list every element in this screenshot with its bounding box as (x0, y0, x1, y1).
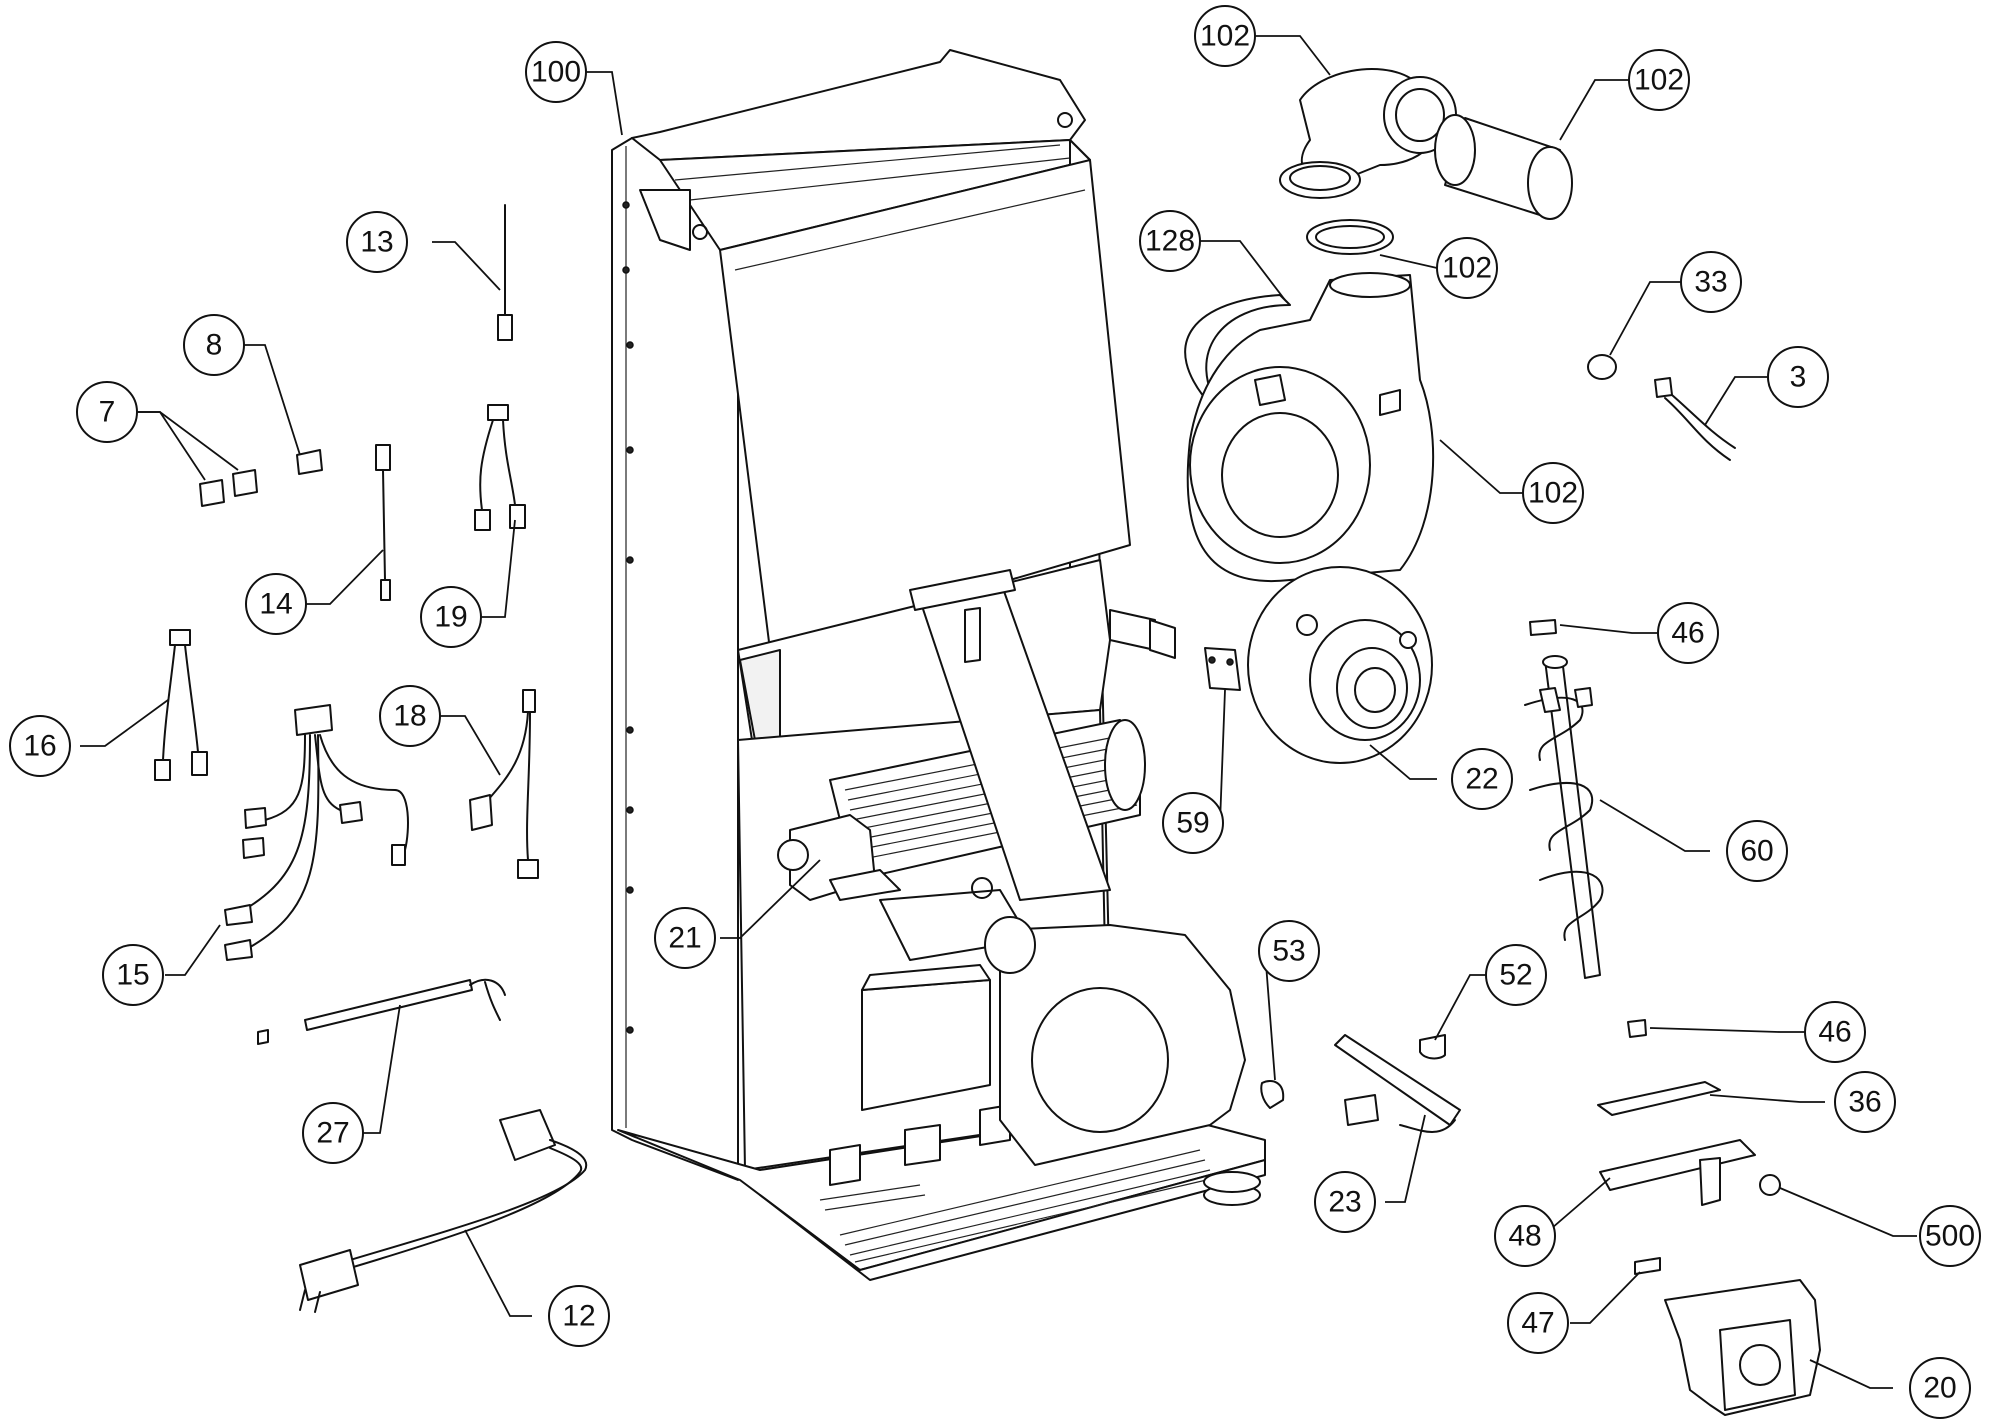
svg-text:102: 102 (1528, 477, 1578, 510)
svg-text:53: 53 (1272, 935, 1305, 968)
lower-fan-housing (879, 877, 1246, 1166)
svg-text:13: 13 (360, 226, 393, 259)
svg-text:47: 47 (1521, 1307, 1554, 1340)
callout-15: 15 (102, 944, 164, 1006)
gear-motor-20 (1634, 1257, 1821, 1416)
callout-47: 47 (1507, 1292, 1569, 1354)
callout-48: 48 (1494, 1205, 1556, 1267)
igniter-23 (1334, 1034, 1461, 1133)
svg-text:128: 128 (1145, 225, 1195, 258)
callout-46-top: 46 (1657, 602, 1719, 664)
svg-text:23: 23 (1328, 1186, 1361, 1219)
connectors-7 (199, 469, 258, 507)
callout-21: 21 (654, 907, 716, 969)
callout-100: 100 (525, 41, 587, 103)
callout-59: 59 (1162, 792, 1224, 854)
harness-15 (224, 704, 409, 961)
elbow-pipe-102 (1279, 68, 1457, 199)
callout-22: 22 (1451, 748, 1513, 810)
clip-53 (1260, 1080, 1285, 1109)
cable-18 (469, 689, 539, 879)
thermostat-3 (1654, 377, 1736, 461)
svg-text:14: 14 (259, 588, 292, 621)
svg-text:16: 16 (23, 730, 56, 763)
svg-text:8: 8 (206, 329, 223, 362)
svg-text:21: 21 (668, 922, 701, 955)
probe-27 (257, 978, 506, 1045)
connector-8 (296, 449, 323, 475)
svg-text:27: 27 (316, 1117, 349, 1150)
callout-33: 33 (1680, 251, 1742, 313)
callout-8: 8 (183, 314, 245, 376)
callout-16: 16 (9, 715, 71, 777)
gasket-ring-102 (1306, 219, 1394, 255)
svg-text:46: 46 (1818, 1016, 1851, 1049)
callout-102-gasket: 102 (1436, 237, 1498, 299)
burner-pot-22 (1247, 566, 1433, 764)
cable-14 (375, 444, 391, 601)
svg-text:48: 48 (1508, 1220, 1541, 1253)
svg-text:52: 52 (1499, 959, 1532, 992)
clip-46-top (1529, 619, 1557, 636)
clip-52 (1419, 1034, 1446, 1060)
callout-18: 18 (379, 685, 441, 747)
callout-52: 52 (1485, 944, 1547, 1006)
callout-53: 53 (1258, 920, 1320, 982)
clip-46-bottom (1627, 1019, 1647, 1038)
svg-text:7: 7 (99, 396, 116, 429)
plate-48 (1599, 1139, 1781, 1206)
auger-60 (1524, 655, 1604, 979)
bracket-59 (1204, 647, 1241, 691)
cable-16 (154, 629, 208, 781)
svg-text:500: 500 (1925, 1220, 1975, 1253)
callout-500: 500 (1919, 1205, 1981, 1267)
callout-46-bottom: 46 (1804, 1001, 1866, 1063)
callout-102-elbow: 102 (1194, 5, 1256, 67)
callout-36: 36 (1834, 1071, 1896, 1133)
callout-20: 20 (1909, 1357, 1971, 1419)
svg-text:15: 15 (116, 959, 149, 992)
callout-13: 13 (346, 211, 408, 273)
straight-tube-102 (1434, 114, 1573, 220)
svg-text:100: 100 (531, 56, 581, 89)
svg-text:59: 59 (1176, 807, 1209, 840)
svg-text:102: 102 (1634, 64, 1684, 97)
svg-text:18: 18 (393, 700, 426, 733)
callout-19: 19 (420, 586, 482, 648)
svg-text:20: 20 (1923, 1372, 1956, 1405)
svg-text:60: 60 (1740, 835, 1773, 868)
callout-27: 27 (302, 1102, 364, 1164)
sensor-probe-13 (497, 204, 513, 341)
svg-text:33: 33 (1694, 266, 1727, 299)
base-tray-vents (819, 1149, 1216, 1263)
callout-23: 23 (1314, 1171, 1376, 1233)
callout-14: 14 (245, 573, 307, 635)
spiral-housing-128 (1184, 272, 1435, 583)
svg-text:3: 3 (1790, 361, 1807, 394)
sensor-disc-33 (1587, 354, 1617, 380)
plate-36 (1597, 1081, 1721, 1116)
svg-text:102: 102 (1442, 252, 1492, 285)
cable-19 (474, 404, 526, 531)
callout-102-tube: 102 (1628, 49, 1690, 111)
tangential-fan (829, 569, 1146, 901)
svg-text:102: 102 (1200, 20, 1250, 53)
callout-7: 7 (76, 381, 138, 443)
callout-128: 128 (1139, 210, 1201, 272)
svg-text:46: 46 (1671, 617, 1704, 650)
callout-60: 60 (1726, 820, 1788, 882)
callout-102-housing: 102 (1522, 462, 1584, 524)
power-cord-12 (299, 1109, 588, 1313)
svg-text:19: 19 (434, 601, 467, 634)
callout-3: 3 (1767, 346, 1829, 408)
svg-text:12: 12 (562, 1300, 595, 1333)
side-panel-holes (622, 201, 634, 1034)
motor-21 (777, 814, 901, 901)
svg-text:36: 36 (1848, 1086, 1881, 1119)
svg-text:22: 22 (1465, 763, 1498, 796)
callout-12: 12 (548, 1285, 610, 1347)
